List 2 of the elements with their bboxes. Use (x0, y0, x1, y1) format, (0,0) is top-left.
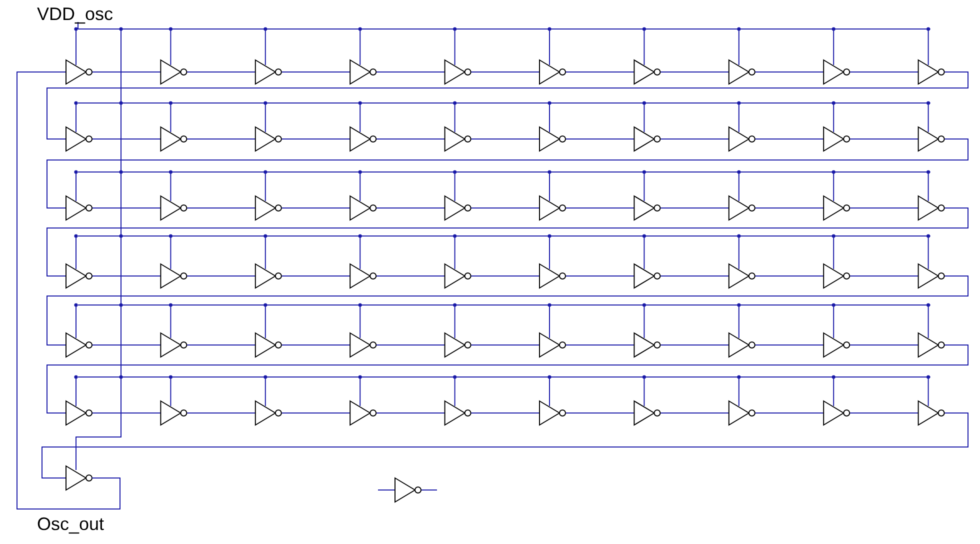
net-label: VDD_osc (37, 4, 114, 24)
net-label: Osc_out (37, 514, 104, 534)
